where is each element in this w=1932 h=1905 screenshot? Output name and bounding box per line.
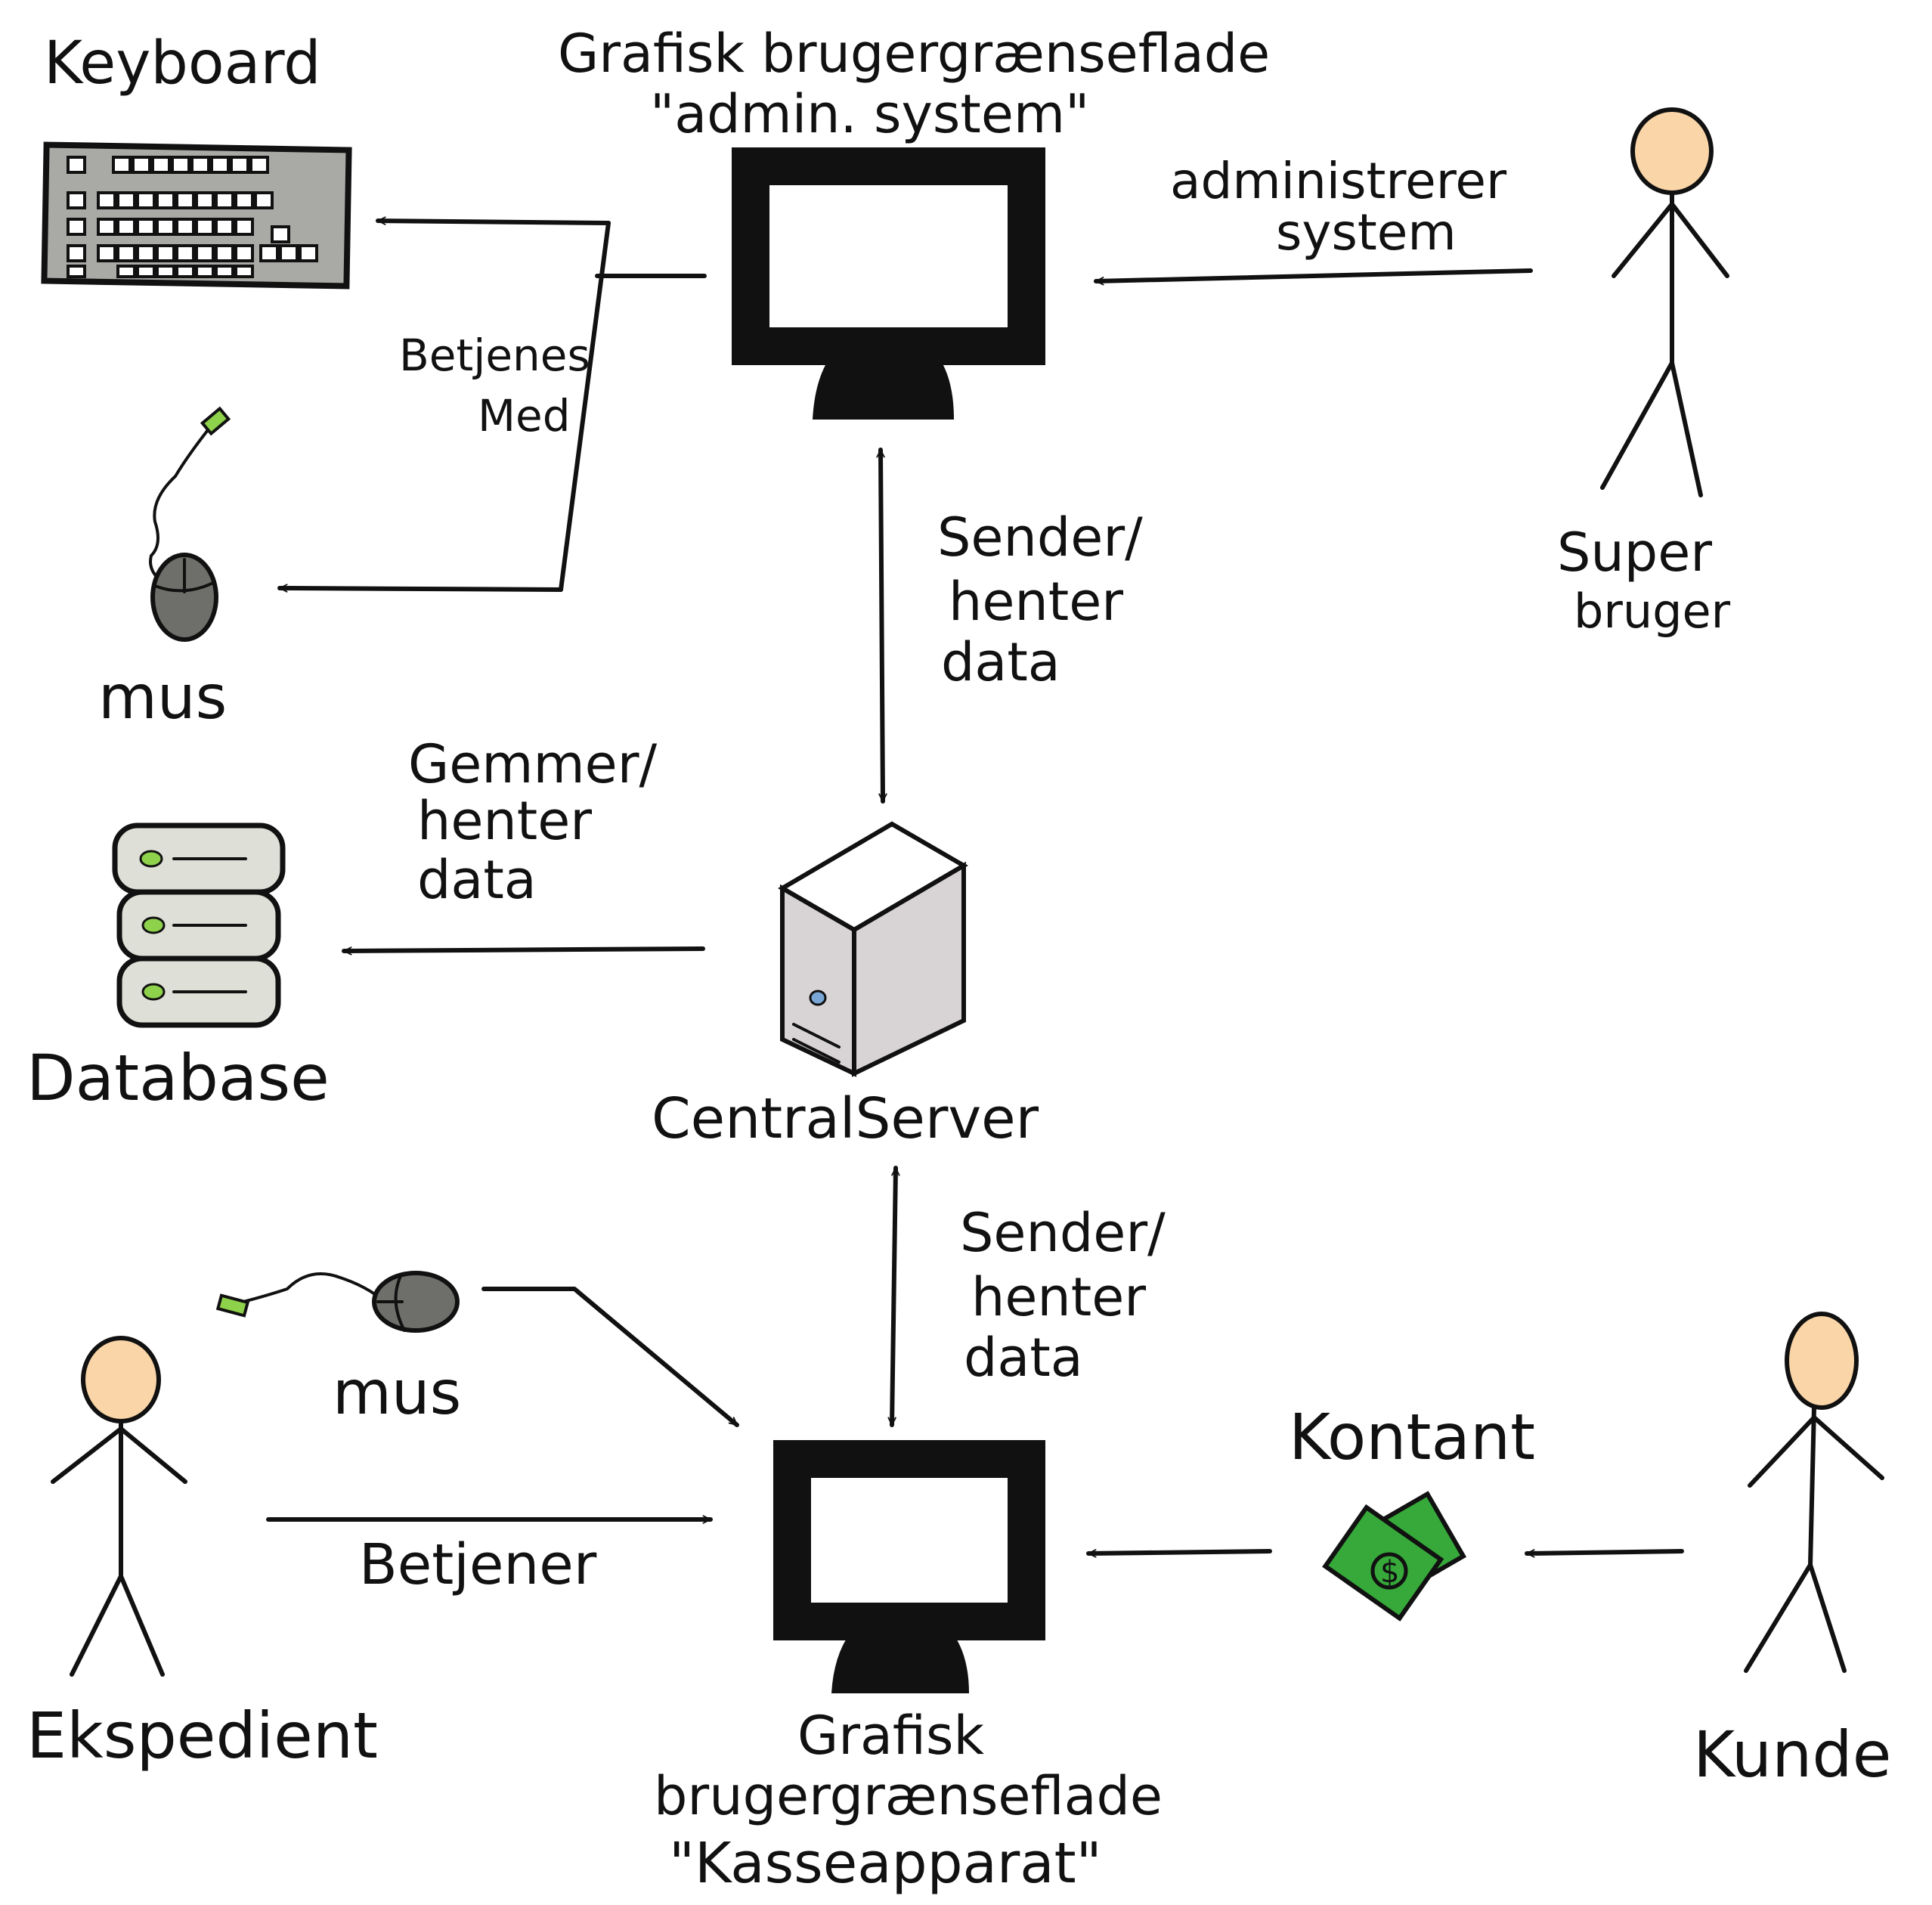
kontant-label: Kontant: [1289, 1400, 1535, 1474]
kunde-label: Kunde: [1693, 1718, 1891, 1792]
cash-money-icon: $: [1322, 1491, 1467, 1622]
kunde-stick-figure-icon: [1744, 1312, 1884, 1673]
centralserver-label: CentralServer: [652, 1086, 1039, 1151]
ekspedient-label: Ekspedient: [26, 1699, 378, 1773]
mouse-arrow: [277, 584, 563, 593]
sender-bottom-label-line1: Sender/: [960, 1202, 1166, 1264]
gemmer-label-line3: data: [417, 849, 537, 911]
pos-gui-title-line2: brugergrænseflade: [654, 1765, 1163, 1827]
keyboard-arrow: [376, 216, 611, 225]
superbruger-label-line1: Super: [1557, 522, 1712, 584]
admin-arrow: [1094, 268, 1533, 286]
admin-server-double-arrow: [876, 448, 887, 804]
cash-to-pos-arrow: [1086, 1549, 1272, 1558]
mouse-bottom-icon: [215, 1271, 460, 1333]
administrerer-label-line1: administrerer: [1170, 152, 1507, 210]
administrerer-label-line2: system: [1276, 203, 1457, 262]
betjenes-label-line2: Med: [478, 390, 571, 441]
admin-gui-title-line1: Grafisk brugergrænseflade: [558, 23, 1270, 85]
pos-gui-title-line1: Grafisk: [797, 1705, 984, 1767]
gemmer-label-line2: henter: [417, 790, 592, 852]
database-label: Database: [26, 1041, 330, 1115]
superbruger-stick-figure-icon: [1600, 107, 1729, 497]
mouse-to-pos-arrow: [481, 1287, 739, 1427]
betjenes-label-line1: Betjenes: [399, 330, 590, 381]
pos-monitor-icon: [773, 1440, 1045, 1693]
kunde-to-cash-arrow: [1525, 1549, 1684, 1558]
pos-gui-title-line3: "Kasseapparat": [669, 1831, 1102, 1896]
server-tower-icon: [778, 821, 968, 1077]
admin-gui-title-line2: "admin. system": [650, 83, 1089, 145]
mus-label-bottom: mus: [333, 1358, 461, 1428]
sender-top-label-line1: Sender/: [937, 506, 1143, 568]
keyboard-icon: [41, 141, 352, 290]
betjener-label: Betjener: [359, 1532, 597, 1597]
admin-monitor-icon: [732, 147, 1045, 420]
database-stack-icon: [112, 822, 286, 1028]
sender-top-label-line2: henter: [949, 571, 1123, 633]
ekspedient-stick-figure-icon: [51, 1336, 187, 1677]
server-to-database-arrow: [342, 946, 705, 956]
peripherals-bracket: [559, 221, 611, 592]
keyboard-label: Keyboard: [44, 29, 321, 98]
svg-text:$: $: [1380, 1555, 1399, 1590]
mus-label-top: mus: [98, 662, 227, 733]
mouse-top-icon: [149, 406, 231, 642]
sender-top-label-line3: data: [941, 631, 1060, 693]
gemmer-label-line1: Gemmer/: [408, 733, 658, 795]
sender-bottom-label-line2: henter: [971, 1266, 1146, 1328]
server-pos-double-arrow: [887, 1166, 900, 1427]
sender-bottom-label-line3: data: [964, 1327, 1083, 1389]
superbruger-label-line2: bruger: [1574, 584, 1731, 639]
